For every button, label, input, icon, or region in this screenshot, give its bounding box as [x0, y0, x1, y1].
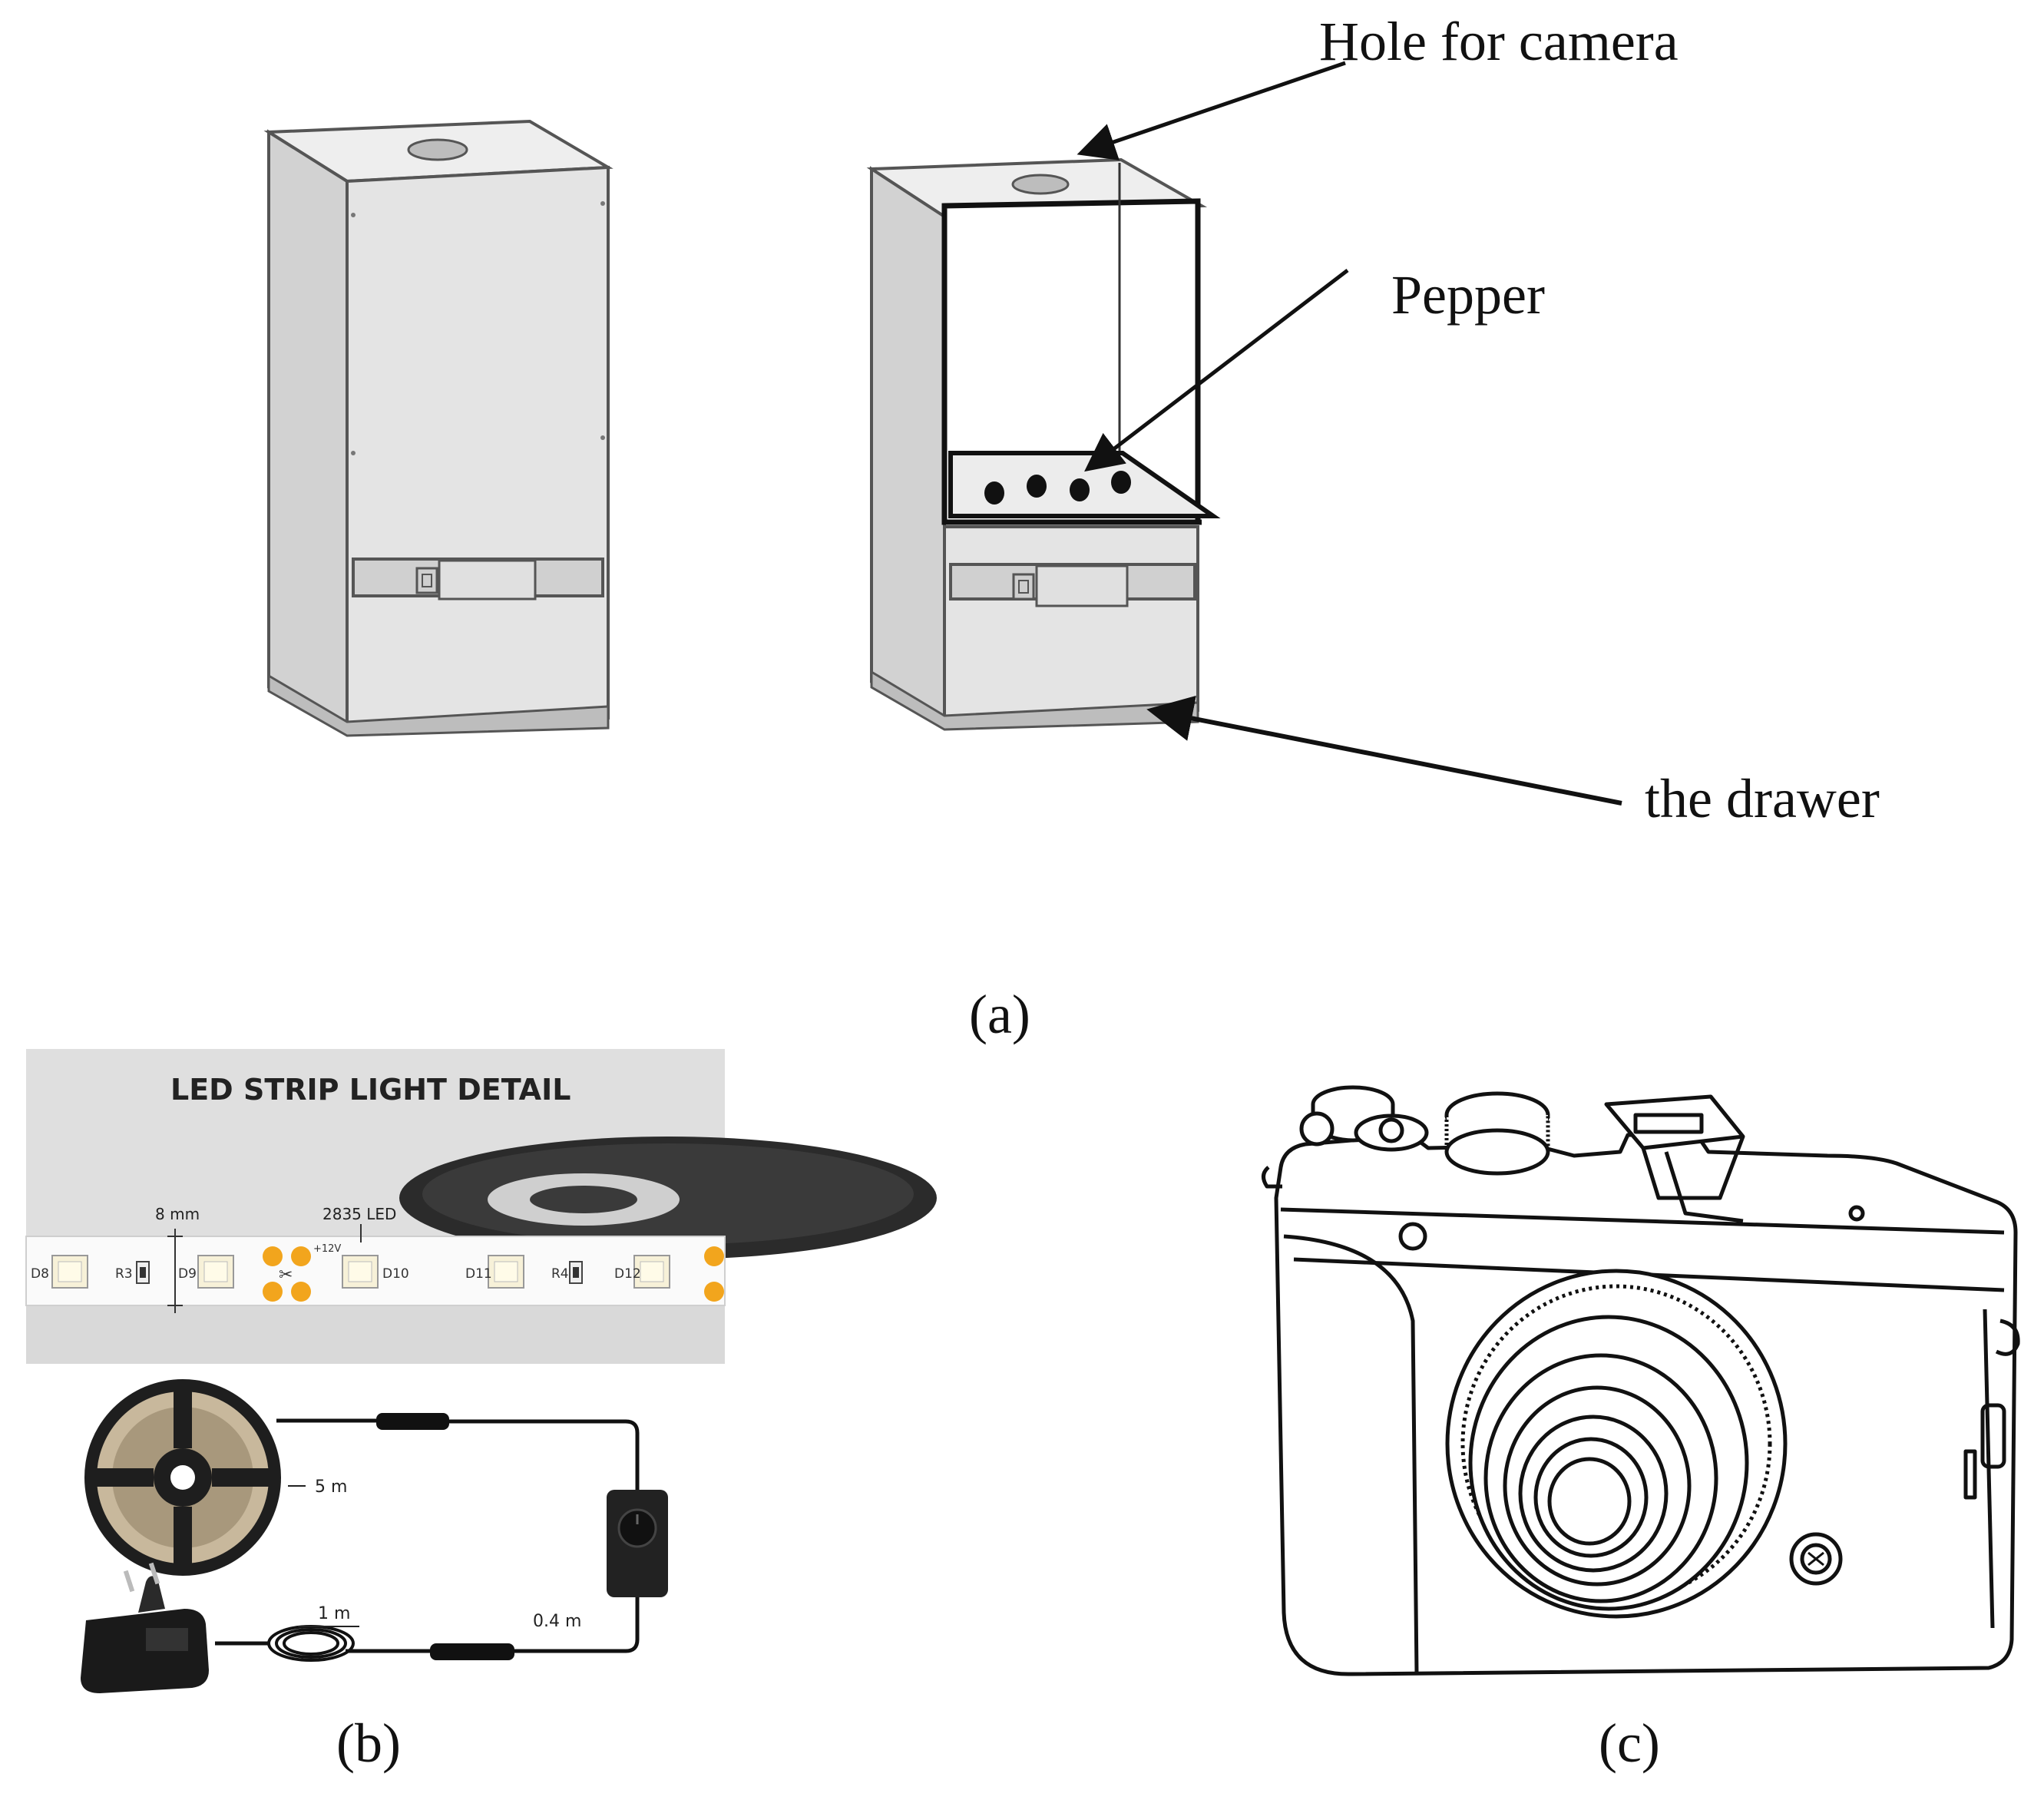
solder-pad — [704, 1246, 724, 1266]
solder-pad — [263, 1246, 283, 1266]
drawer-annotation: the drawer — [1645, 768, 1880, 829]
led-chip — [197, 1255, 234, 1289]
led-reel-background — [399, 1137, 937, 1259]
led-reel-5m — [84, 1379, 281, 1576]
closed-box — [263, 119, 614, 737]
cable — [449, 1419, 640, 1490]
camera-hole-left — [407, 138, 468, 161]
pepper-arrow — [1084, 269, 1349, 472]
solder-pad — [704, 1282, 724, 1302]
hole-annotation: Hole for camera — [1319, 11, 1679, 72]
label-voltage: +12V — [313, 1243, 341, 1255]
coiled-cable — [267, 1625, 355, 1662]
label-d12: D12 — [614, 1266, 641, 1282]
pepper-annotation: Pepper — [1391, 264, 1545, 326]
cable-connector — [376, 1413, 449, 1430]
strip-length-label: 5 m — [315, 1477, 347, 1497]
led-chip — [342, 1255, 379, 1289]
pepper-dot — [1070, 478, 1090, 501]
adapter-cable-length-label: 1 m — [318, 1604, 350, 1623]
open-box — [866, 157, 1221, 731]
label-d10: D10 — [382, 1266, 409, 1282]
panel-b-label: (b) — [336, 1712, 401, 1774]
panel-a-label: (a) — [969, 984, 1030, 1045]
panel-c: (c) — [1262, 1085, 2020, 1774]
camera-illustration — [1262, 1085, 2020, 1676]
label-d11: D11 — [465, 1266, 492, 1282]
solder-pad — [291, 1282, 311, 1302]
pepper-dot — [1027, 475, 1047, 498]
strip-width-label: 8 mm — [155, 1205, 200, 1223]
panel-c-label: (c) — [1599, 1712, 1660, 1774]
pepper-dot — [1111, 471, 1131, 494]
solder-pad — [291, 1246, 311, 1266]
led-type-label: 2835 LED — [322, 1205, 396, 1223]
cable — [514, 1597, 640, 1653]
dimmer-switch — [607, 1490, 668, 1597]
hole-arrow — [1077, 61, 1346, 160]
dimmer-cable-length-label: 0.4 m — [533, 1612, 581, 1631]
led-chip — [488, 1255, 524, 1289]
led-detail-title: LED STRIP LIGHT DETAIL — [170, 1073, 571, 1107]
label-r3: R3 — [115, 1266, 133, 1282]
led-chip — [633, 1255, 670, 1289]
cable-connector — [430, 1643, 514, 1660]
drawer-arrow — [1146, 695, 1622, 806]
panel-a: Hole for camera Pepper the drawer (a) — [263, 11, 1880, 1045]
solder-pad — [263, 1282, 283, 1302]
label-d8: D8 — [31, 1266, 49, 1282]
label-r4: R4 — [551, 1266, 569, 1282]
scissors-icon: ✂ — [279, 1266, 293, 1285]
power-adapter — [81, 1562, 209, 1693]
label-d9: D9 — [178, 1266, 197, 1282]
led-chip — [51, 1255, 88, 1289]
panel-b: LED STRIP LIGHT DETAIL 8 mm 2835 LED — [25, 1049, 937, 1774]
pepper-dot — [984, 481, 1004, 505]
camera-hole-right — [1011, 174, 1070, 195]
